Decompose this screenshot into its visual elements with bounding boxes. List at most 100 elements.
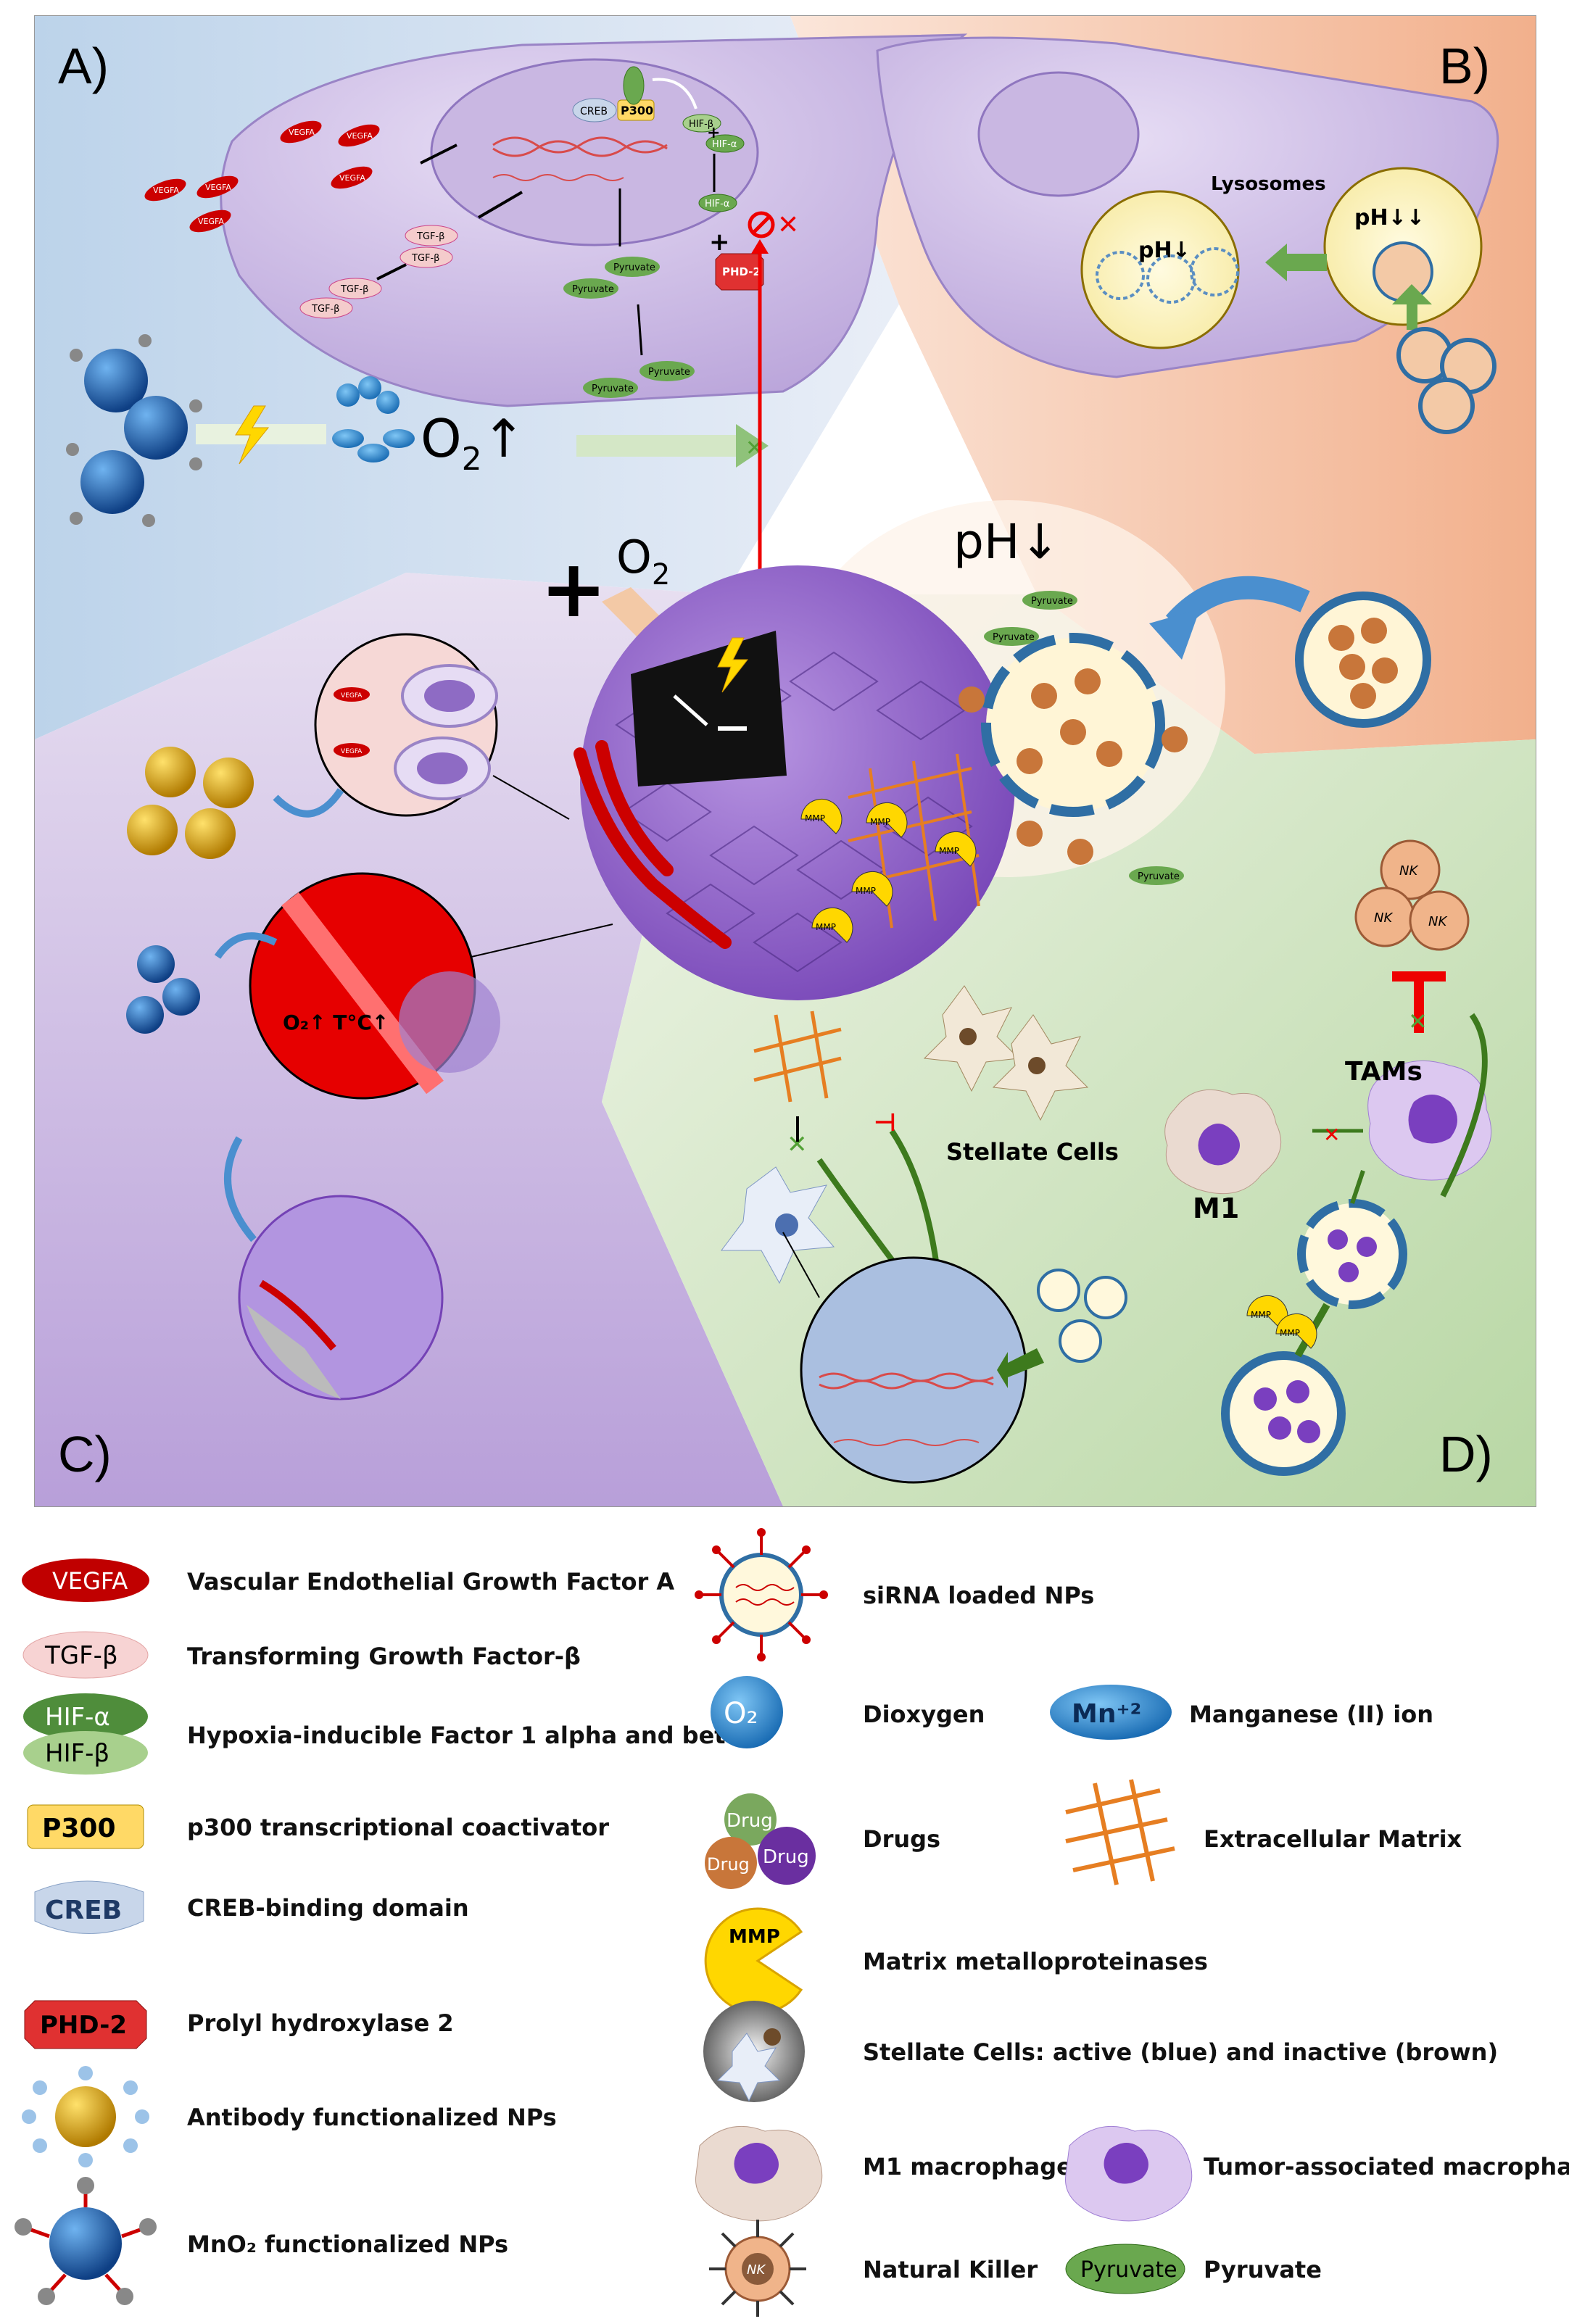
legend-vegfa-icon <box>22 1559 149 1602</box>
hif-a-a1 <box>705 134 745 153</box>
np-cap-a7 <box>189 457 202 470</box>
antibody-np-cluster-c <box>127 747 254 859</box>
pyr-a1 <box>605 257 660 277</box>
legend-mn-icon <box>1050 1685 1172 1740</box>
arrow-o2-to-tumor <box>576 435 736 457</box>
nk-cluster: NK NK NK <box>1354 839 1470 951</box>
sirna-np-d2 <box>1084 1276 1127 1319</box>
legend-vegfa-icon-text: VEGFA <box>52 1567 128 1595</box>
legend-drug-icon-text2: Drug <box>707 1854 750 1875</box>
np-b3 <box>1418 378 1475 434</box>
hif-block-x: ✕ <box>777 210 799 240</box>
panel-b-label: B) <box>1439 38 1490 94</box>
legend-m1-nucleus <box>734 2143 779 2184</box>
legend-mno2-np-icon <box>15 2177 157 2305</box>
mmp-c5-text: MMP <box>816 922 836 932</box>
drug-dc4 <box>1297 1420 1320 1443</box>
mno2-np-c1 <box>137 945 175 983</box>
drug-p9 <box>1067 839 1093 865</box>
mmp-c4-text: MMP <box>856 886 876 896</box>
inhibition-symbol <box>748 211 775 238</box>
np-cap-a6 <box>142 514 155 527</box>
pyruvate-group-a: Pyruvate Pyruvate Pyruvate Pyruvate <box>563 257 695 398</box>
vessel-wall-c2 <box>281 892 444 1095</box>
vegfa-a6-text: VEGFA <box>198 217 224 226</box>
hif-b-a1 <box>682 114 721 133</box>
arrow-b-uptake <box>1392 284 1432 330</box>
mrna-d <box>833 1439 980 1446</box>
dv-5 <box>1350 683 1376 709</box>
mmp-c3 <box>935 831 977 867</box>
ph-down-label: pH↓ <box>953 514 1060 570</box>
pyr-c1 <box>1022 591 1077 610</box>
vegfa-a3 <box>331 166 373 189</box>
legend-phd2-icon-text: PHD-2 <box>40 2011 127 2040</box>
legend-phd2-text: Prolyl hydroxylase 2 <box>187 2009 454 2037</box>
lysosome-2-np <box>1373 241 1433 302</box>
legend-drug-icon-text1: Drug <box>726 1810 773 1832</box>
np-cap-a1 <box>70 349 83 362</box>
legend-p300-icon <box>27 1804 144 1849</box>
drug-p7 <box>1162 726 1188 752</box>
tgf-a2-text: TGF-β <box>411 253 439 264</box>
mno2-np-a1 <box>84 349 148 412</box>
m1-label: M1 <box>1193 1192 1239 1224</box>
mmp-c2-text: MMP <box>870 817 890 827</box>
legend-mn-icon-text: Mn⁺² <box>1072 1699 1141 1729</box>
legend-drug-icon-purple <box>758 1827 816 1885</box>
sirna-np-cluster-d <box>1037 1269 1127 1363</box>
legend-pyruvate-icon-text: Pyruvate <box>1080 2257 1177 2283</box>
mmp-d1-text: MMP <box>1251 1310 1271 1320</box>
red-signal-arrowhead <box>751 239 769 254</box>
ab-np-c4 <box>185 808 236 859</box>
o2-arrow-line <box>673 694 708 726</box>
drug-p5 <box>1017 748 1043 774</box>
dv-4 <box>1372 657 1398 684</box>
mmp-c5 <box>811 907 853 943</box>
tgf-a4-text: TGF-β <box>311 304 339 315</box>
vegfa-group-a: VEGFA VEGFA VEGFA VEGFA VEGFA VEGFA <box>144 120 380 233</box>
legend-hif-b-icon <box>23 1731 148 1775</box>
arrow-nucleus-down2 <box>637 304 643 356</box>
vegfa-a4 <box>144 178 186 202</box>
tams-label: TAMs <box>1345 1057 1423 1087</box>
p300-text: P300 <box>621 104 653 117</box>
inhibition-slash <box>751 215 771 235</box>
vegfa-a5-text: VEGFA <box>205 183 231 192</box>
tgf-a4 <box>299 297 353 319</box>
legend-pyruvate-icon <box>1065 2244 1185 2294</box>
zoom-line-d <box>782 1232 820 1298</box>
mmp-c1 <box>800 798 843 834</box>
o2-bubble-a1 <box>336 383 360 407</box>
legend-mn-text: Manganese (II) ion <box>1189 1701 1433 1728</box>
drug-p8 <box>1017 821 1043 847</box>
hif-translocation-arrow <box>652 78 697 109</box>
pyr-a1-text: Pyruvate <box>613 262 655 273</box>
blood-vessel-center <box>574 740 732 949</box>
mno2-np-c2 <box>162 978 200 1016</box>
legend-stellate-text: Stellate Cells: active (blue) and inacti… <box>863 2038 1498 2066</box>
lysosome-1 <box>1080 190 1240 349</box>
legend-o2-icon <box>711 1676 783 1748</box>
legend-nk-icon-text: NK <box>747 2262 766 2278</box>
legend-o2-icon-text: O₂ <box>724 1697 758 1730</box>
legend-phd2-icon <box>24 2000 147 2049</box>
panel-a-label: A) <box>58 38 109 94</box>
legend-mmp-icon <box>704 1907 803 2014</box>
legend-mmp-icon-text: MMP <box>729 1926 780 1948</box>
legend-ecm-text: Extracellular Matrix <box>1204 1825 1462 1853</box>
plus-o2-plus: + <box>540 542 607 635</box>
vegfa-c1-text: VEGFA <box>341 692 363 700</box>
tumor-c-vessel <box>259 1279 336 1351</box>
mmp-d2 <box>1275 1313 1317 1349</box>
drug-d1 <box>1328 1229 1348 1250</box>
legend-stellate-shape <box>716 2033 781 2102</box>
tumor-c-dead-area <box>247 1305 341 1399</box>
legend-p300-icon-text: P300 <box>42 1814 116 1843</box>
legend-antibody-np-icon <box>22 2066 149 2167</box>
inhibit-line-vegfa <box>420 144 458 165</box>
curved-arrow-drug-head <box>1149 609 1200 660</box>
drug-vesicle-d-closed <box>1221 1351 1346 1476</box>
legend-drug-icon-brown <box>705 1837 757 1889</box>
